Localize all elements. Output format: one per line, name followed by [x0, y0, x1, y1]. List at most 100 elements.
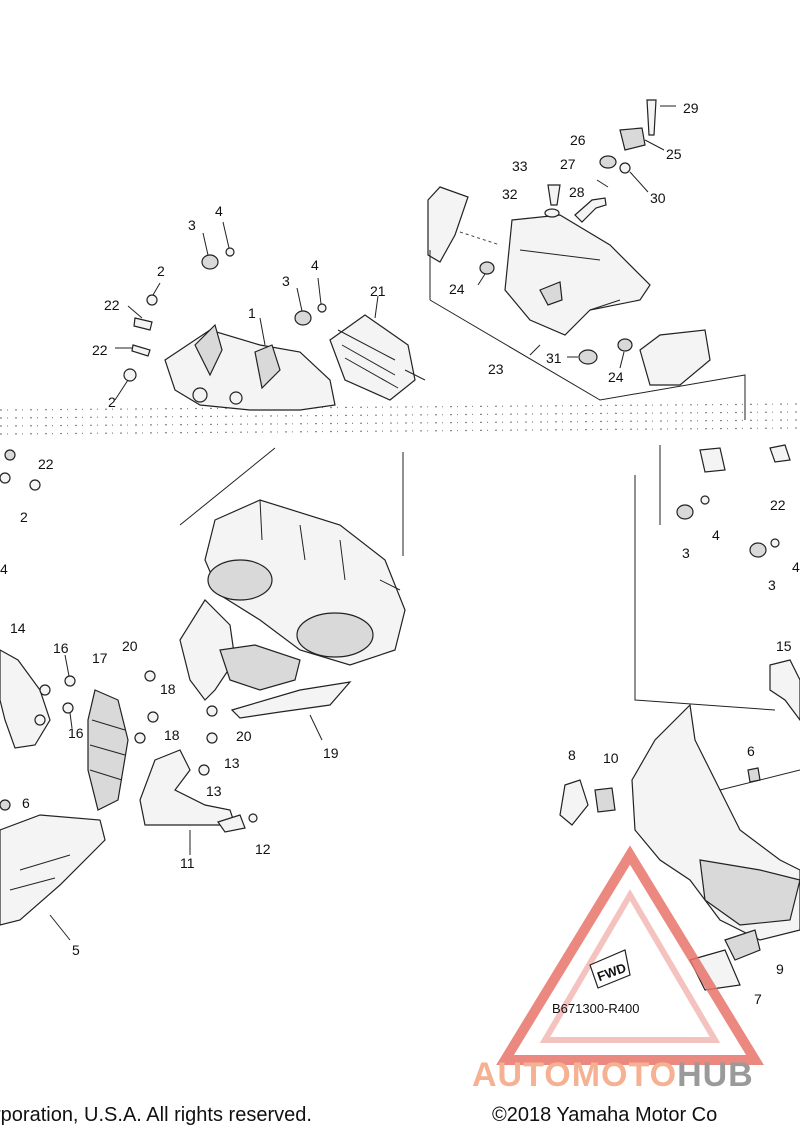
- diagram-code: B671300-R400: [552, 1001, 639, 1016]
- callout-22: 22: [92, 342, 108, 358]
- frame-line-right: [634, 445, 776, 711]
- callout-2: 2: [157, 263, 165, 279]
- screw-20-b: [206, 705, 218, 717]
- bolt-22-a: [127, 305, 153, 331]
- washer-30: [619, 162, 649, 193]
- callout-23: 23: [488, 361, 504, 377]
- small-left-parts: [0, 449, 41, 491]
- callout-14: 14: [10, 620, 26, 636]
- callout-1: 1: [248, 305, 256, 321]
- callout-3: 3: [682, 545, 690, 561]
- hose-28: [574, 197, 607, 223]
- bolt-22-b: [115, 344, 151, 357]
- clip-12: [217, 813, 258, 833]
- callout-22: 22: [770, 497, 786, 513]
- callout-19: 19: [323, 745, 339, 761]
- callout-24: 24: [608, 369, 624, 385]
- copyright-right: ©2018 Yamaha Motor Co: [492, 1104, 718, 1126]
- side-cover-5: [0, 814, 106, 941]
- callout-12: 12: [255, 841, 271, 857]
- callout-4: 4: [712, 527, 720, 543]
- bolt-2-top: [146, 282, 161, 306]
- cover-left-23: [427, 186, 501, 263]
- callout-10: 10: [603, 750, 619, 766]
- clip-27: [596, 179, 609, 188]
- callout-22: 22: [38, 456, 54, 472]
- bolt-2-bottom: [114, 368, 137, 401]
- screw-20-a: [144, 670, 156, 682]
- callout-26: 26: [570, 132, 586, 148]
- bracket-11: [139, 749, 236, 855]
- watermark-part2: HUB: [677, 1056, 754, 1094]
- screw-18-b: [134, 732, 146, 744]
- callout-22: 22: [104, 297, 120, 313]
- callout-4: 4: [215, 203, 223, 219]
- bracket-assembly: [164, 317, 336, 411]
- clip-6-right: [747, 767, 761, 783]
- callout-20: 20: [122, 638, 138, 654]
- callout-18: 18: [160, 681, 176, 697]
- callout-4: 4: [0, 561, 8, 577]
- screw-13-b: [198, 764, 210, 776]
- callout-27: 27: [560, 156, 576, 172]
- callout-15: 15: [776, 638, 792, 654]
- grille-17: [87, 689, 129, 811]
- callout-8: 8: [568, 747, 576, 763]
- callout-6: 6: [747, 743, 755, 759]
- callout-3: 3: [768, 577, 776, 593]
- callout-20: 20: [236, 728, 252, 744]
- bracket-right-top: [699, 444, 791, 473]
- callout-4: 4: [792, 559, 800, 575]
- callout-2: 2: [20, 509, 28, 525]
- watermark-logo: AUTOMOTOHUB: [472, 1056, 754, 1095]
- grommet-3-left: [201, 221, 235, 270]
- callout-7: 7: [754, 991, 762, 1007]
- nut-6-left: [0, 799, 11, 811]
- screw-16-b: [62, 702, 74, 729]
- callout-31: 31: [546, 350, 562, 366]
- copyright-left: rporation, U.S.A. All rights reserved.: [0, 1104, 312, 1126]
- callout-24: 24: [449, 281, 465, 297]
- callout-13: 13: [206, 783, 222, 799]
- callout-32: 32: [502, 186, 518, 202]
- screw-16-a: [64, 654, 76, 687]
- frame-line-23: [429, 250, 746, 420]
- cover-right-23: [639, 329, 711, 386]
- knob-25: [619, 127, 665, 151]
- callout-13: 13: [224, 755, 240, 771]
- grommet-3-right-b: [749, 538, 780, 558]
- callout-30: 30: [650, 190, 666, 206]
- bolt-29: [646, 99, 676, 136]
- callout-17: 17: [92, 650, 108, 666]
- grommet-24-top: [477, 261, 495, 286]
- callout-33: 33: [512, 158, 528, 174]
- bracket-14: [0, 649, 51, 749]
- duct-21: [329, 295, 426, 401]
- callout-11: 11: [180, 855, 195, 871]
- grommet-3-right-a: [676, 495, 710, 520]
- callout-9: 9: [776, 961, 784, 977]
- grommet-24-bottom: [617, 338, 633, 369]
- callout-2: 2: [108, 394, 116, 410]
- footer: rporation, U.S.A. All rights reserved. ©…: [0, 1098, 800, 1138]
- watermark-triangle: [496, 845, 764, 1065]
- grommet-3-mid: [294, 277, 327, 326]
- callout-29: 29: [683, 100, 699, 116]
- fwd-badge: FWD: [589, 949, 631, 989]
- callout-5: 5: [72, 942, 80, 958]
- bolt-33: [547, 184, 561, 206]
- screw-13-a: [206, 732, 218, 744]
- callout-16: 16: [53, 640, 69, 656]
- callout-3: 3: [282, 273, 290, 289]
- washer-32: [544, 208, 560, 218]
- callout-6: 6: [22, 795, 30, 811]
- bracket-8: [559, 779, 589, 826]
- torn-divider: [0, 403, 800, 435]
- headlight-unit: [204, 499, 406, 666]
- callout-25: 25: [666, 146, 682, 162]
- cover-19: [179, 599, 352, 741]
- inner-panel-23: [504, 214, 651, 356]
- watermark-part1: AUTOMOTO: [472, 1056, 678, 1094]
- bracket-15: [769, 659, 800, 721]
